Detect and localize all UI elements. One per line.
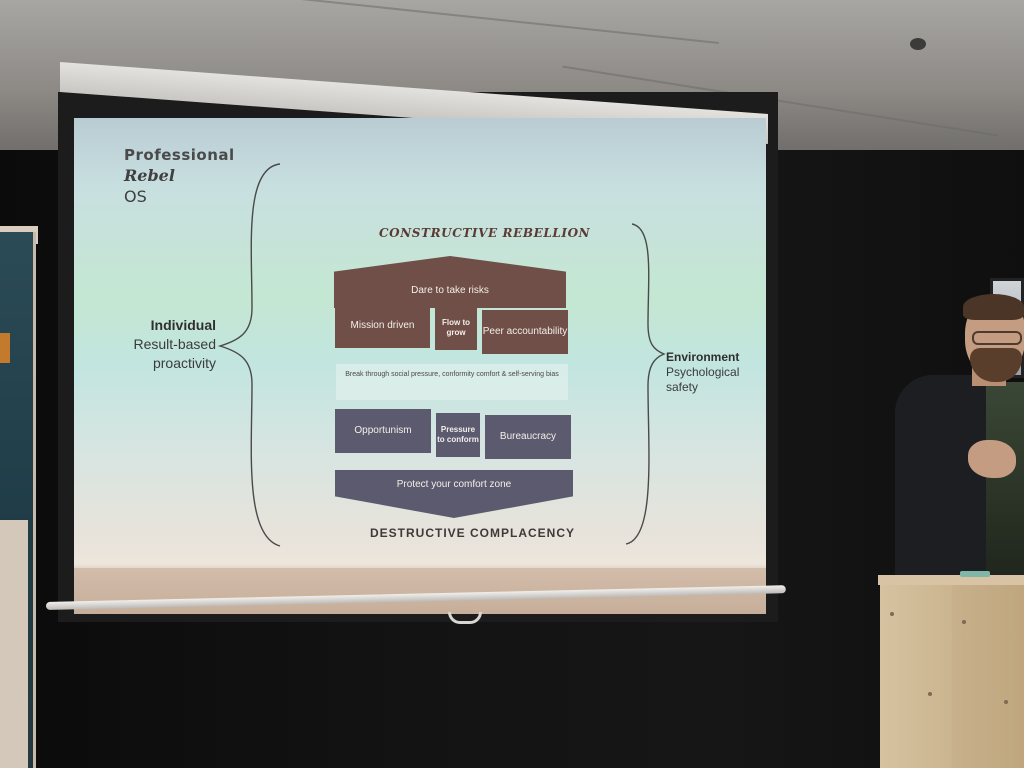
right-brace (625, 223, 666, 545)
destructive-complacency-heading: DESTRUCTIVE COMPLACENCY (370, 526, 576, 540)
title-professional: Professional (124, 146, 235, 164)
environment-heading: Environment (666, 350, 740, 364)
environment-line2: safety (666, 380, 699, 394)
projected-slide: Professional Rebel OS Individual Result-… (74, 118, 766, 614)
speaker-beard (970, 348, 1022, 382)
speaker-glasses (972, 331, 1022, 345)
peer-accountability-box: Peer accountability (482, 310, 568, 354)
podium-screw (890, 612, 894, 616)
individual-line2: proactivity (152, 355, 216, 371)
middle-band (336, 364, 568, 400)
podium-item (960, 571, 990, 577)
bureaucracy-box: Bureaucracy (485, 415, 571, 459)
pressure-to-conform-box: Pressure to conform (436, 413, 480, 457)
speaker-shirt (986, 382, 1024, 582)
individual-line1: Result-based (133, 336, 217, 352)
environment-line1: Psychological (666, 365, 740, 379)
banner-lower-panel (0, 520, 28, 768)
individual-heading: Individual (150, 317, 216, 333)
podium-side (952, 582, 1024, 768)
opportunism-box: Opportunism (335, 409, 431, 453)
title-os: OS (124, 187, 147, 206)
break-through-text: Break through social pressure, conformit… (345, 371, 559, 378)
mission-driven-box: Mission driven (335, 304, 430, 348)
constructive-rebellion-heading: CONSTRUCTIVE REBELLION (379, 226, 591, 240)
protect-comfort-zone: Protect your comfort zone (396, 479, 512, 490)
speaker-hand (968, 440, 1016, 478)
podium-top (878, 575, 1024, 585)
podium-screw (928, 692, 932, 696)
flow-to-grow-box: Flow to grow (435, 306, 477, 350)
left-brace (217, 163, 281, 547)
podium-screw (1004, 700, 1008, 704)
banner-accent (0, 333, 10, 363)
environment-label: Environment Psychological safety (666, 350, 739, 395)
podium-screw (962, 620, 966, 624)
slide-title: Professional Rebel OS (124, 146, 235, 206)
speaker-hair (963, 294, 1024, 320)
ceiling-fixture (910, 38, 926, 50)
title-rebel: Rebel (124, 166, 175, 185)
individual-label: Individual Result-based proactivity (104, 316, 217, 373)
dare-to-take-risks: Dare to take risks (411, 285, 489, 296)
podium-front (880, 582, 952, 768)
curly-braces (217, 163, 666, 547)
